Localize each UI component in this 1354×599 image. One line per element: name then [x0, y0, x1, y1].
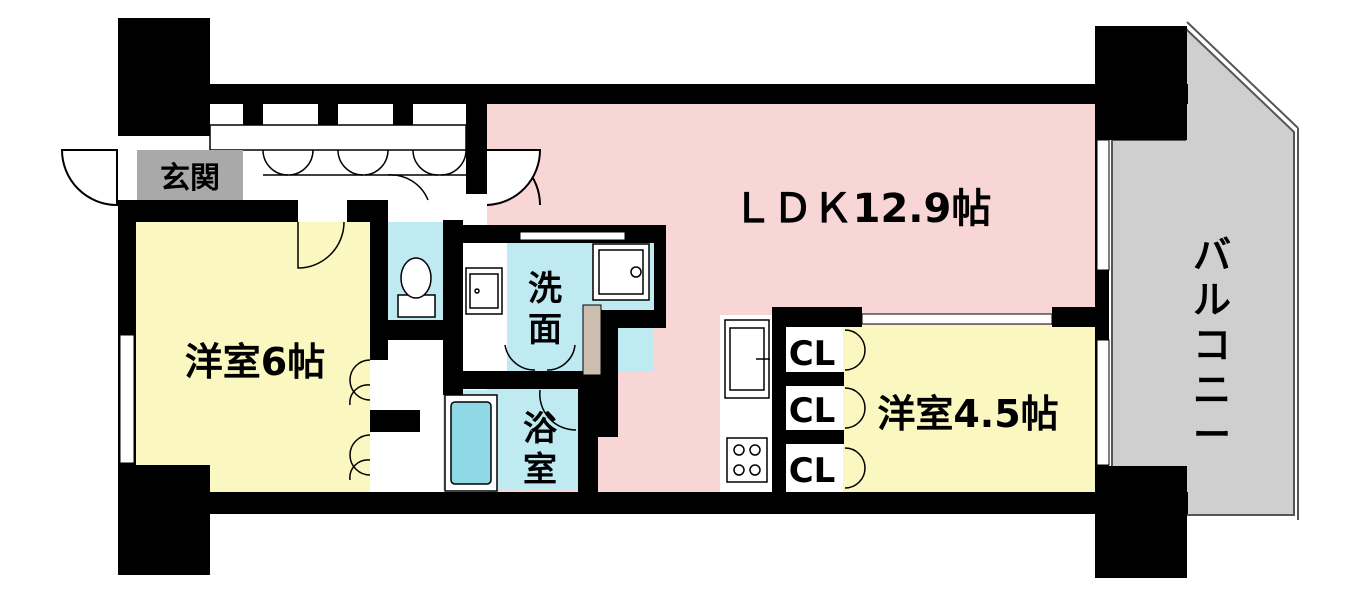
- balcony-label: バ ル コ ニ ー: [1193, 233, 1231, 457]
- svg-text:ル: ル: [1193, 278, 1231, 322]
- washroom-label-1: 洗: [528, 269, 562, 309]
- toilet: [397, 257, 436, 318]
- western-45-window: [861, 313, 1053, 325]
- bathroom-label-2: 室: [523, 450, 557, 490]
- stove: [726, 437, 768, 483]
- washroom-shelf: [582, 304, 602, 376]
- washing-machine: [592, 243, 650, 301]
- western-45-label: 洋室4.5帖: [877, 392, 1058, 436]
- washroom-door: [504, 344, 536, 371]
- bathtub: [444, 394, 498, 492]
- closet-doors-6: [349, 359, 371, 481]
- washroom-window: [519, 231, 626, 241]
- washroom-door-2: [546, 344, 576, 371]
- svg-text:バ: バ: [1193, 233, 1231, 277]
- svg-text:ニ: ニ: [1193, 368, 1231, 412]
- svg-text:ー: ー: [1193, 413, 1231, 457]
- ldk-label: ＬＤＫ12.9帖: [733, 186, 992, 232]
- windows: [119, 139, 1110, 466]
- western-room-45: [843, 325, 1095, 495]
- wash-basin: [465, 267, 503, 315]
- closet-label-3: CL: [789, 451, 836, 491]
- entrance-tag: [137, 150, 243, 200]
- walls: [118, 18, 1188, 578]
- closet-doors-45: [844, 329, 866, 489]
- shoe-cabinets: [209, 124, 467, 201]
- closet-area-45: [783, 325, 843, 495]
- washroom-label-2: 面: [528, 310, 562, 350]
- western-6-door: [297, 221, 345, 269]
- kitchen-sink: [724, 319, 770, 399]
- western-6-label: 洋室6帖: [185, 340, 325, 384]
- bathroom-label-1: 浴: [523, 409, 558, 449]
- bathroom-door: [539, 389, 577, 431]
- entrance-doors: [60, 149, 542, 207]
- svg-text:コ: コ: [1193, 323, 1231, 367]
- closet-label-1: CL: [789, 334, 836, 374]
- closet-label-2: CL: [789, 391, 836, 431]
- entrance-label: 玄関: [160, 161, 220, 196]
- western-room-6: [135, 222, 370, 495]
